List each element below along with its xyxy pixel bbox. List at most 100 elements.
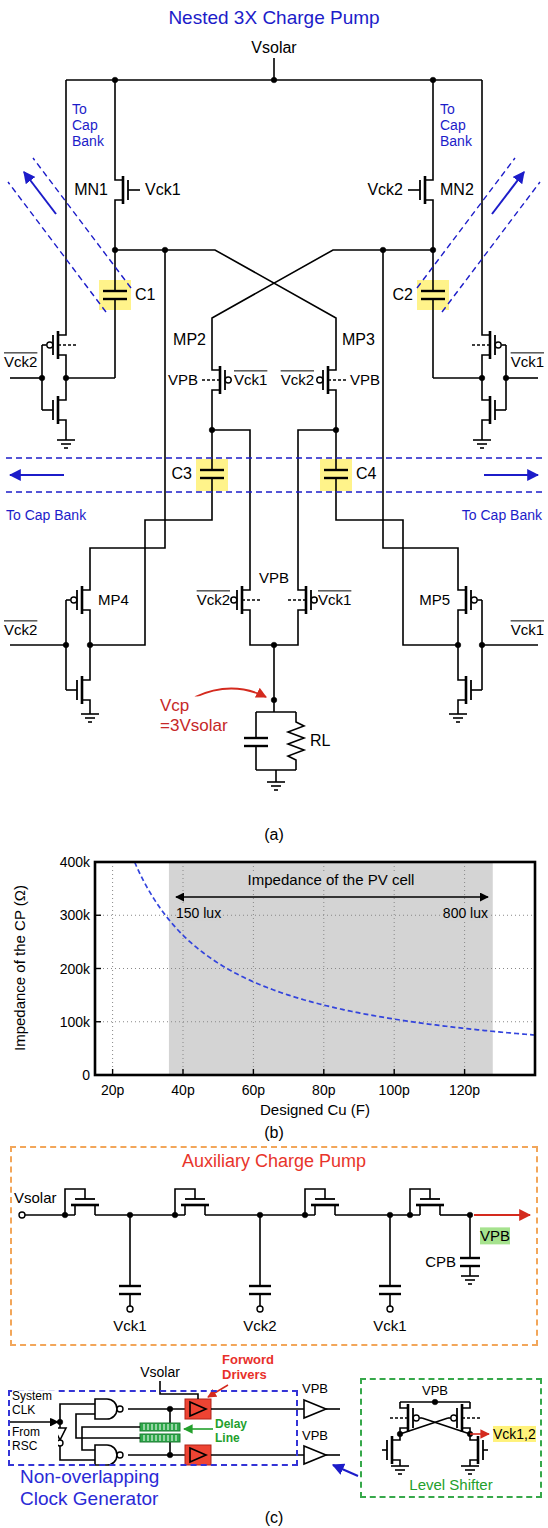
signal-name: Vck1 [113, 1317, 146, 1334]
wire [469, 1266, 471, 1276]
signal-name: Vck2 [281, 371, 314, 388]
wire [66, 377, 115, 379]
signal-name: VPB [480, 1227, 510, 1244]
gate-lead [483, 1449, 488, 1451]
part-name: CPB [425, 1253, 456, 1270]
wire [256, 711, 296, 713]
ground-symbol [480, 447, 484, 449]
figure-title: Nested 3X Charge Pump [168, 7, 379, 29]
gate-lead [315, 379, 317, 381]
transistor-symbol [81, 586, 84, 614]
transistor-symbol [424, 176, 427, 204]
output-voltage: Vcp =3Vsolar [160, 696, 240, 735]
axis-tick-label: 100p [379, 1082, 410, 1098]
transistor-symbol [181, 1204, 209, 1207]
wire [274, 79, 482, 81]
ground-symbol [395, 1469, 405, 1471]
bubble [231, 597, 237, 603]
wire [211, 1408, 304, 1410]
wire [76, 1414, 140, 1438]
arrow [10, 1421, 58, 1423]
output-voltage: Vcp =3Vsolar [160, 696, 240, 735]
ground-symbol [453, 717, 463, 719]
wire [59, 1422, 61, 1428]
delay-cell [156, 1424, 157, 1430]
part-name: C3 [172, 465, 192, 483]
transistor-symbol [94, 1205, 96, 1215]
part-name: MN2 [440, 181, 474, 199]
signal-name: VPB [168, 371, 198, 388]
gate-lead [408, 189, 420, 191]
cap-bank-lead [417, 158, 515, 288]
arrow [470, 1433, 489, 1435]
transistor-symbol [416, 1204, 444, 1207]
impedance-curve [135, 862, 535, 1035]
wire [60, 1404, 95, 1422]
grid-line [394, 862, 395, 1075]
axis-tick-label: 60p [242, 1082, 265, 1098]
grid-line [464, 862, 465, 1075]
axis-tick-label: 120p [449, 1082, 480, 1098]
part-name: MN2 [440, 181, 474, 199]
wire [90, 250, 165, 584]
panel-tag: (c) [265, 1509, 284, 1527]
part-name: CPB [425, 1253, 456, 1270]
transistor-symbol [465, 676, 468, 704]
cap-bank-lead [8, 182, 106, 312]
bubble [117, 1452, 123, 1458]
note: To Cap Bank [462, 507, 542, 523]
ground-symbol [468, 1473, 472, 1475]
axis-tick-label: 300k [60, 907, 90, 923]
band-label: 800 lux [443, 905, 488, 921]
part-name: MP5 [419, 591, 450, 608]
bubble [471, 597, 477, 603]
ground-symbol [64, 447, 68, 449]
bubble [19, 1212, 25, 1218]
delay-cell [172, 1424, 173, 1430]
buffer-symbol [190, 1402, 206, 1416]
signal-name: VPB [259, 569, 289, 586]
wire [433, 377, 482, 379]
part-name: C4 [356, 465, 376, 483]
level-shifter-symbol [304, 1446, 326, 1464]
wire [255, 746, 257, 770]
transistor-symbol [122, 176, 125, 204]
bubble [317, 377, 323, 383]
gate-lead [471, 689, 482, 691]
bubble [311, 597, 317, 603]
signal-name: VPB [422, 1384, 448, 1399]
plot-frame [95, 862, 535, 1075]
capacitor-symbol [119, 1285, 141, 1287]
part-name: MP2 [173, 331, 206, 349]
part-name: C4 [356, 465, 376, 483]
body-connection [328, 379, 348, 381]
signal-name: Vck1 [318, 591, 351, 608]
signal-name: VPB [302, 1429, 328, 1444]
signal-name: Vck2 [4, 621, 37, 638]
signal-name: VPB [480, 1227, 510, 1244]
region-heading: Level Shifter [362, 1476, 540, 1493]
gate-lead [175, 1189, 195, 1215]
signal-name: VPB [422, 1384, 448, 1399]
grid-line [323, 862, 324, 1075]
delay-cell [164, 1424, 165, 1430]
ground-symbol [468, 1283, 472, 1285]
ground-symbol [391, 1465, 409, 1467]
driver-box [185, 1445, 211, 1465]
ground-symbol [85, 717, 95, 719]
body-connection [242, 599, 262, 601]
ground-symbol [61, 443, 71, 445]
wire [129, 1294, 131, 1306]
note: To Cap Bank [6, 507, 86, 523]
region-box: Auxiliary Charge Pump [10, 1146, 538, 1346]
junction-dot [407, 1212, 413, 1218]
signal-name: Vck2 [367, 181, 403, 199]
part-name: MN1 [74, 181, 108, 199]
part-name: C2 [393, 286, 413, 304]
region-heading: Auxiliary Charge Pump [12, 1151, 536, 1172]
arrow [484, 474, 538, 476]
axis-tick-label: 60p [242, 1082, 265, 1098]
signal-name: Vck1 [318, 591, 351, 608]
delay-cell [160, 1435, 161, 1441]
